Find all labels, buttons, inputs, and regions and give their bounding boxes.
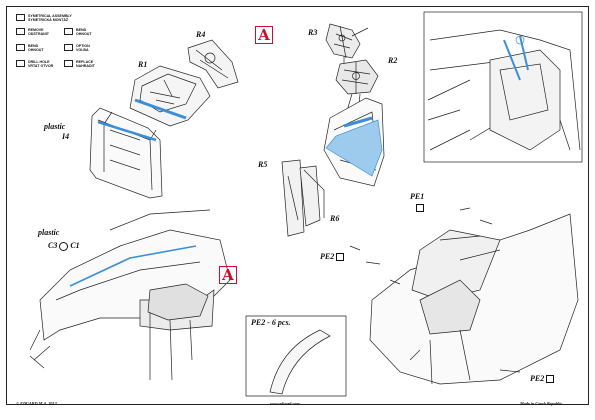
label-c1: C1 [70, 241, 80, 250]
label-c3-c1: C3 C1 [48, 241, 80, 251]
step-marker-bottom: A [219, 266, 237, 284]
step-marker-top: A [255, 26, 273, 44]
legend-bend-2: BEND OHNOUT [28, 44, 44, 52]
bend-icon [64, 28, 73, 35]
bend-carefully-icon [16, 44, 25, 51]
label-r4: R4 [196, 30, 206, 39]
label-c3: C3 [48, 241, 58, 250]
symmetrical-icon [59, 241, 69, 251]
label-pe2-top: PE2 [320, 252, 345, 262]
legend-option: OPTION VOLBA [76, 44, 90, 52]
part-r5-r6-drawing [281, 159, 325, 237]
part-r3-drawing [325, 23, 369, 76]
bend-symbol-icon-2 [336, 253, 345, 262]
part-r1-drawing [129, 65, 211, 127]
legend-drill: DRILL HOLE VRTAT OTVOR [28, 60, 54, 68]
label-pe2-pcs: PE2 - 6 pcs. [251, 318, 291, 327]
bend-symbol-icon [416, 204, 424, 212]
label-i4: I4 [62, 132, 70, 141]
remove-icon [16, 28, 25, 35]
label-pe2-text-2: PE2 [530, 374, 545, 383]
left-fuselage-drawing [29, 209, 231, 381]
drill-hole-icon [16, 60, 25, 67]
legend-remove: REMOVE ODSTRANIT [28, 28, 49, 36]
label-plastic-top: plastic [44, 122, 66, 131]
label-plastic-bottom: plastic [38, 228, 60, 237]
sheet-border [6, 6, 589, 405]
replace-icon [64, 60, 73, 67]
part-i4-drawing [89, 107, 163, 199]
inset-detail-drawing [423, 11, 583, 163]
label-pe2-text: PE2 [320, 252, 335, 261]
label-r6: R6 [330, 214, 340, 223]
label-r5: R5 [258, 160, 268, 169]
footer-website: www.eduard.com [270, 401, 300, 406]
legend-symmetrical: SYMETRICAL ASSEMBLY SYMETRICKÁ MONTÁŽ [28, 14, 72, 22]
part-r2-drawing [335, 59, 379, 119]
symmetrical-assembly-icon [16, 14, 25, 21]
footer-made-in: Made in Czech Republic [520, 401, 563, 406]
part-bulkhead-drawing [323, 97, 385, 187]
footer-copyright: © EDUARD M.A. 2012 [16, 401, 57, 406]
label-pe1: PE1 [410, 192, 425, 201]
legend-replace: REPLACE NAHRADIT [76, 60, 95, 68]
part-r4-drawing [187, 39, 239, 89]
option-icon [64, 44, 73, 51]
label-r2: R2 [388, 56, 398, 65]
bend-symbol-icon-3 [546, 375, 555, 384]
label-r3: R3 [308, 28, 318, 37]
label-pe2-bottom: PE2 [530, 374, 555, 384]
right-fuselage-drawing [349, 207, 579, 385]
pe2-inset-drawing [245, 315, 347, 397]
label-r1: R1 [138, 60, 148, 69]
legend-bend: BEND OHNOUT [76, 28, 92, 36]
